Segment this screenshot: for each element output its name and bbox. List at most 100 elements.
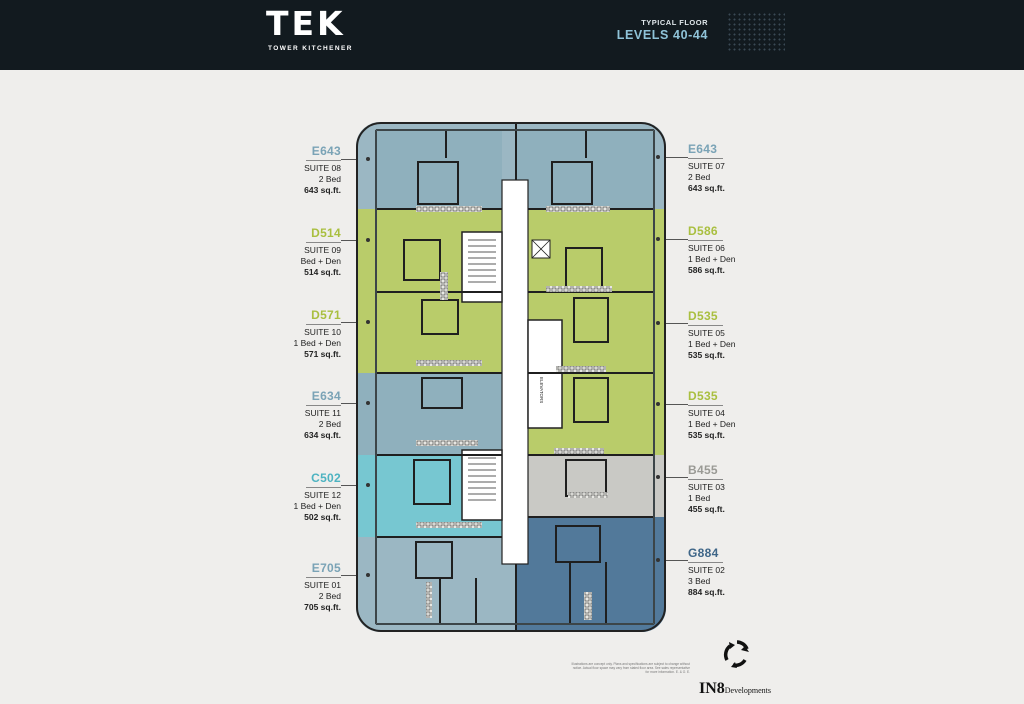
leader-line [656, 560, 688, 561]
floor-type: TYPICAL FLOOR [641, 18, 708, 27]
unit-label-suite07[interactable]: E643 SUITE 07 2 Bed 643 sq.ft. [688, 143, 798, 194]
unit-label-suite05[interactable]: D535 SUITE 05 1 Bed + Den 535 sq.ft. [688, 310, 798, 361]
unit-label-suite03[interactable]: B455 SUITE 03 1 Bed 455 sq.ft. [688, 464, 798, 515]
header-bar: TEK TOWER KITCHENER TYPICAL FLOOR LEVELS… [0, 0, 1024, 70]
logo-subtitle: TOWER KITCHENER [268, 45, 353, 52]
unit-area-suite06 [528, 209, 666, 292]
unit-label-suite12[interactable]: C502 SUITE 12 1 Bed + Den 502 sq.ft. [231, 472, 341, 523]
leader-line [341, 322, 368, 323]
unit-suite: SUITE 01 [304, 580, 341, 590]
leader-line [656, 404, 688, 405]
unit-beds: 2 Bed [318, 174, 341, 184]
unit-beds: Bed + Den [300, 256, 341, 266]
unit-label-suite08[interactable]: E643 SUITE 08 2 Bed 643 sq.ft. [231, 145, 341, 196]
unit-suite: SUITE 04 [688, 408, 725, 418]
leader-dot [656, 237, 660, 241]
unit-label-suite09[interactable]: D514 SUITE 09 Bed + Den 514 sq.ft. [231, 227, 341, 278]
leader-line [341, 159, 368, 160]
unit-beds: 2 Bed [318, 419, 341, 429]
unit-suite: SUITE 11 [304, 408, 341, 418]
leader-line [341, 485, 368, 486]
unit-area-suite08 [376, 130, 502, 209]
leader-dot [656, 155, 660, 159]
unit-code: E643 [306, 145, 341, 161]
leader-line [341, 240, 368, 241]
unit-code: E634 [306, 390, 341, 406]
unit-suite: SUITE 06 [688, 243, 725, 253]
unit-label-suite02[interactable]: G884 SUITE 02 3 Bed 884 sq.ft. [688, 547, 798, 598]
unit-code: C502 [306, 472, 341, 488]
floor-plate: ELEVATORS [356, 122, 666, 632]
unit-label-suite04[interactable]: D535 SUITE 04 1 Bed + Den 535 sq.ft. [688, 390, 798, 441]
unit-area: 586 sq.ft. [688, 265, 725, 275]
unit-suite: SUITE 10 [304, 327, 341, 337]
leader-dot [366, 320, 370, 324]
unit-beds: 1 Bed + Den [688, 254, 736, 264]
leader-line [656, 239, 688, 240]
developer-mark: IN8 [699, 680, 725, 697]
unit-suite: SUITE 07 [688, 161, 725, 171]
unit-suite: SUITE 05 [688, 328, 725, 338]
unit-label-suite06[interactable]: D586 SUITE 06 1 Bed + Den 586 sq.ft. [688, 225, 798, 276]
floor-title: TYPICAL FLOOR LEVELS 40-44 [617, 18, 708, 42]
recycle-icon [723, 640, 749, 668]
unit-code: E705 [306, 562, 341, 578]
leader-dot [656, 475, 660, 479]
legal-disclaimer: Illustrations are concept only. Plans an… [571, 662, 690, 674]
elevator-label: ELEVATORS [539, 377, 544, 403]
leader-dot [366, 483, 370, 487]
unit-label-suite10[interactable]: D571 SUITE 10 1 Bed + Den 571 sq.ft. [231, 309, 341, 360]
unit-area-suite03 [528, 455, 666, 517]
unit-code: B455 [688, 464, 723, 480]
unit-area: 634 sq.ft. [304, 430, 341, 440]
leader-dot [366, 238, 370, 242]
stair-core-north [461, 231, 503, 303]
leader-dot [656, 321, 660, 325]
leader-dot [656, 402, 660, 406]
unit-suite: SUITE 03 [688, 482, 725, 492]
unit-beds: 1 Bed + Den [688, 419, 736, 429]
unit-beds: 1 Bed [688, 493, 711, 503]
leader-dot [366, 401, 370, 405]
developer-logo[interactable]: IN8Developments [699, 680, 771, 698]
unit-suite: SUITE 12 [304, 490, 341, 500]
leader-line [341, 575, 368, 576]
unit-area: 535 sq.ft. [688, 350, 725, 360]
levels-label: LEVELS 40-44 [616, 28, 708, 42]
unit-label-suite11[interactable]: E634 SUITE 11 2 Bed 634 sq.ft. [231, 390, 341, 441]
unit-area: 705 sq.ft. [304, 602, 341, 612]
unit-area: 643 sq.ft. [304, 185, 341, 195]
unit-beds: 2 Bed [688, 172, 711, 182]
unit-label-suite01[interactable]: E705 SUITE 01 2 Bed 705 sq.ft. [231, 562, 341, 613]
unit-area: 571 sq.ft. [304, 349, 341, 359]
unit-area: 643 sq.ft. [688, 183, 725, 193]
stair-core-south [461, 449, 503, 521]
developer-word: Developments [724, 686, 771, 695]
unit-area-suite10 [356, 292, 502, 373]
unit-area: 502 sq.ft. [304, 512, 341, 522]
leader-dot [366, 573, 370, 577]
unit-beds: 3 Bed [688, 576, 711, 586]
unit-beds: 1 Bed + Den [293, 338, 342, 348]
unit-beds: 2 Bed [318, 591, 341, 601]
unit-area: 535 sq.ft. [688, 430, 725, 440]
leader-dot [366, 157, 370, 161]
leader-line [656, 157, 688, 158]
unit-code: D586 [688, 225, 723, 241]
leader-line [656, 323, 688, 324]
unit-area-suite01 [376, 537, 516, 624]
floor-plate-svg: ELEVATORS [356, 122, 666, 632]
tek-logo[interactable]: TEK TOWER KITCHENER [266, 7, 358, 55]
unit-code: G884 [688, 547, 723, 563]
unit-area: 884 sq.ft. [688, 587, 725, 597]
unit-code: D535 [688, 310, 723, 326]
leader-dot [656, 558, 660, 562]
unit-beds: 1 Bed + Den [293, 501, 342, 511]
dot-pattern-decoration [727, 12, 785, 52]
corridor [501, 179, 529, 565]
leader-line [656, 477, 688, 478]
unit-code: D535 [688, 390, 723, 406]
unit-area: 455 sq.ft. [688, 504, 725, 514]
unit-suite: SUITE 02 [688, 565, 725, 575]
